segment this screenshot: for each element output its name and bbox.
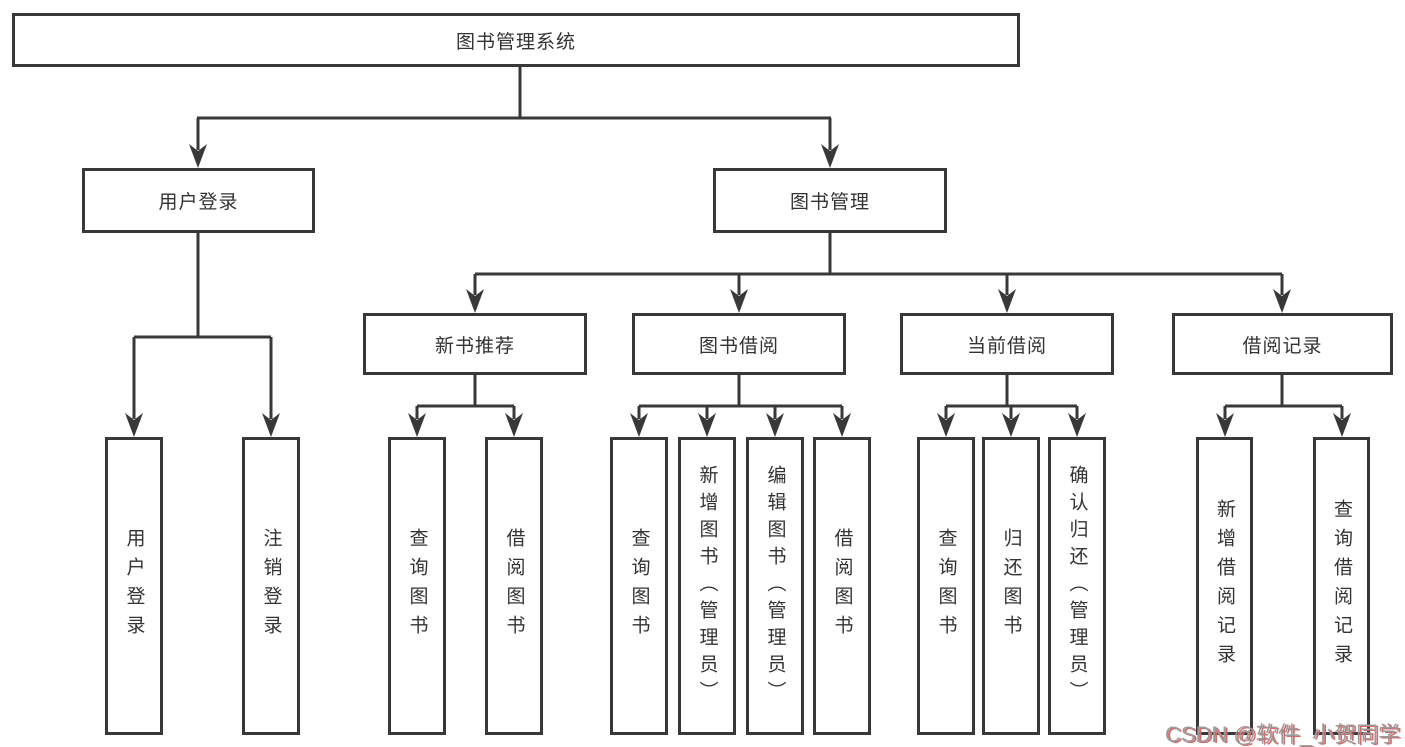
leaf-query-books-borrowing: 查询图书 (610, 437, 668, 735)
leaf-label: 编辑图书（管理员） (764, 464, 786, 708)
leaf-label: 注销登录 (260, 528, 282, 644)
leaf-borrow-books-recommend: 借阅图书 (485, 437, 543, 735)
leaf-add-borrow-record: 新增借阅记录 (1196, 437, 1253, 735)
leaf-label: 归还图书 (1000, 528, 1022, 644)
leaf-confirm-return-admin: 确认归还（管理员） (1048, 437, 1106, 735)
node-label: 借阅记录 (1242, 335, 1323, 357)
leaf-query-books-recommend: 查询图书 (388, 437, 446, 735)
leaf-label: 查询图书 (628, 528, 650, 644)
leaf-label: 确认归还（管理员） (1066, 464, 1088, 708)
node-user-login: 用户登录 (82, 168, 315, 233)
leaf-borrow-books: 借阅图书 (813, 437, 871, 735)
leaf-edit-book-admin: 编辑图书（管理员） (746, 437, 804, 735)
node-label: 当前借阅 (966, 335, 1047, 357)
node-label: 图书管理 (789, 192, 870, 213)
node-book-management: 图书管理 (713, 168, 947, 233)
node-label: 用户登录 (158, 192, 239, 213)
node-label: 图书管理系统 (455, 31, 576, 53)
node-label: 图书借阅 (698, 335, 779, 357)
leaf-label: 用户登录 (123, 528, 145, 644)
node-label: 新书推荐 (434, 335, 515, 357)
node-book-borrowing: 图书借阅 (632, 313, 846, 375)
node-new-book-recommendation: 新书推荐 (363, 313, 587, 375)
leaf-query-borrow-record: 查询借阅记录 (1313, 437, 1370, 735)
leaf-label: 借阅图书 (503, 528, 525, 644)
leaf-user-login: 用户登录 (105, 437, 163, 735)
leaf-label: 新增借阅记录 (1214, 499, 1235, 673)
leaf-return-books: 归还图书 (982, 437, 1040, 735)
leaf-label: 查询借阅记录 (1331, 499, 1352, 673)
leaf-add-book-admin: 新增图书（管理员） (678, 437, 736, 735)
node-current-borrowing: 当前借阅 (900, 313, 1114, 375)
leaf-query-books-current: 查询图书 (917, 437, 975, 735)
node-borrowing-records: 借阅记录 (1172, 313, 1393, 375)
leaf-label: 查询图书 (406, 528, 428, 644)
leaf-label: 查询图书 (935, 528, 957, 644)
leaf-label: 借阅图书 (831, 528, 853, 644)
node-library-management-system: 图书管理系统 (12, 13, 1020, 67)
leaf-label: 新增图书（管理员） (696, 464, 718, 708)
watermark: CSDN @软件_小贺同学 (1164, 722, 1400, 747)
leaf-logout: 注销登录 (242, 437, 300, 735)
